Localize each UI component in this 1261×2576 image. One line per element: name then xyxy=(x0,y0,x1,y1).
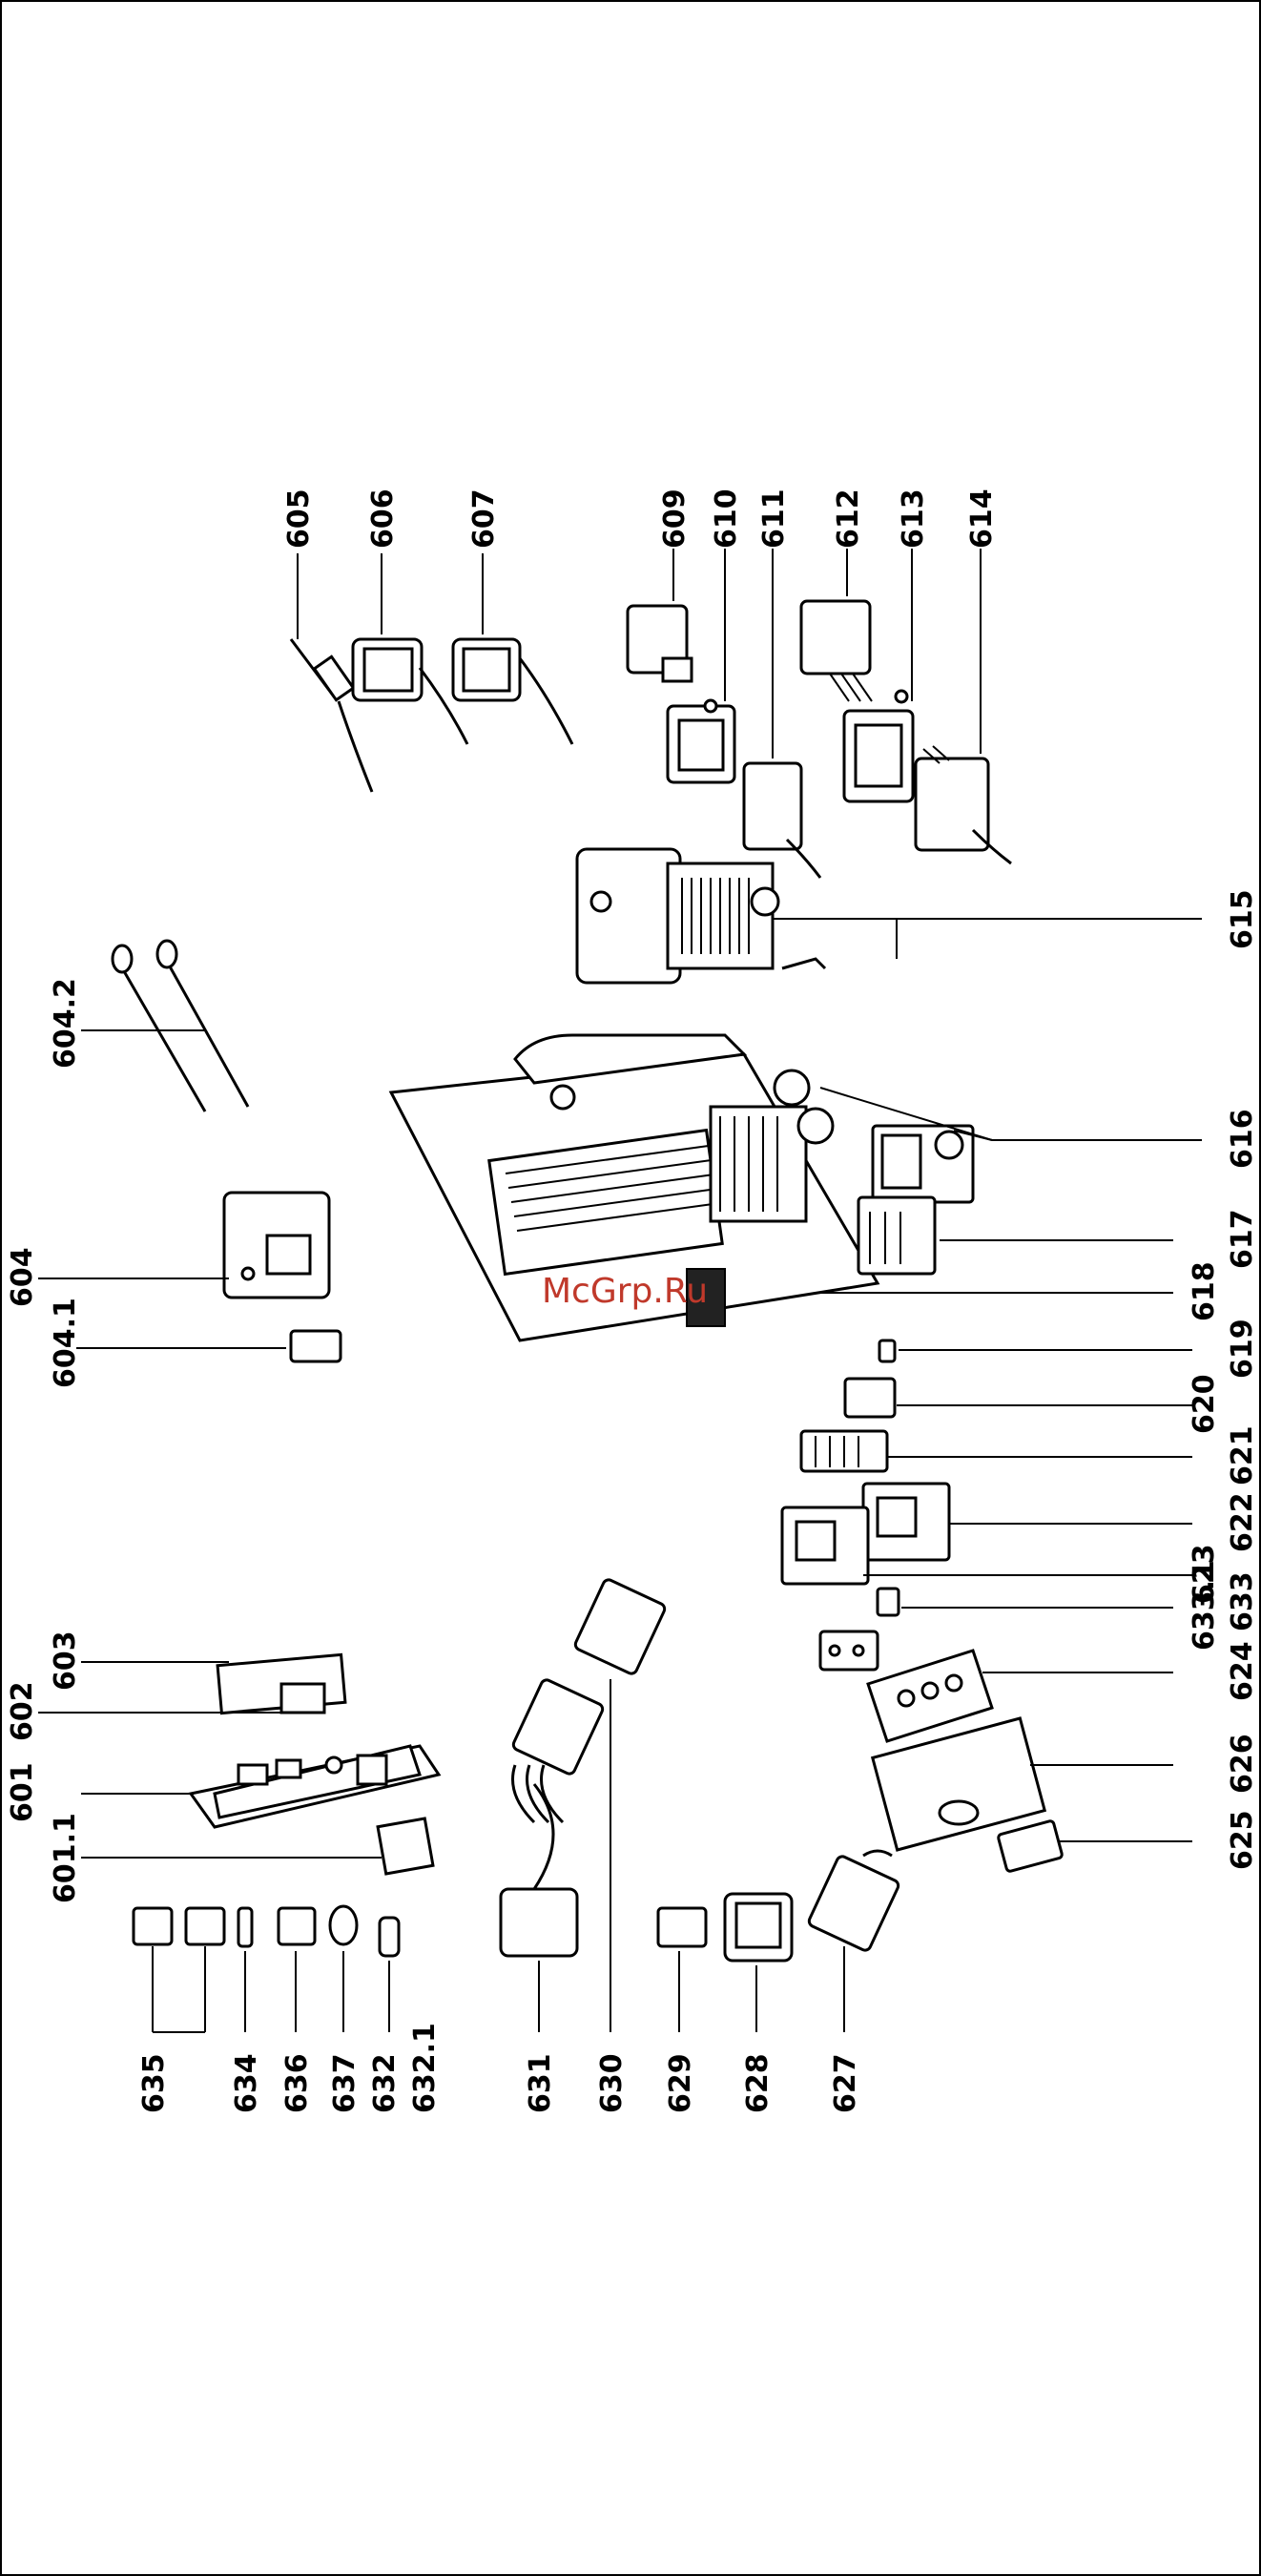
part-615-motor xyxy=(577,849,825,983)
part-628-plug xyxy=(725,1894,792,1961)
part-604-1-connector xyxy=(291,1331,341,1361)
label-602: 602 xyxy=(6,1681,39,1741)
label-624: 624 xyxy=(1226,1641,1259,1701)
label-626: 626 xyxy=(1226,1734,1259,1794)
label-631: 631 xyxy=(524,2053,557,2113)
label-622: 622 xyxy=(1226,1492,1259,1552)
label-604-1: 604.1 xyxy=(49,1298,82,1388)
label-634: 634 xyxy=(230,2053,263,2113)
label-620: 620 xyxy=(1188,1374,1221,1434)
label-614: 614 xyxy=(965,488,999,549)
part-609-plug xyxy=(628,606,692,681)
label-633: 633 xyxy=(1226,1571,1259,1631)
part-635-connector-a xyxy=(134,1908,172,1944)
part-634-screw xyxy=(238,1908,252,1946)
label-636: 636 xyxy=(280,2053,314,2113)
part-632-fuse-holder xyxy=(380,1918,399,1956)
label-616: 616 xyxy=(1226,1109,1259,1169)
part-612-plug xyxy=(801,601,872,701)
label-604: 604 xyxy=(6,1247,39,1307)
label-601-1: 601.1 xyxy=(49,1813,82,1903)
label-629: 629 xyxy=(664,2053,697,2113)
label-632: 632 xyxy=(368,2053,402,2113)
part-617-terminal-block xyxy=(858,1197,935,1274)
label-630: 630 xyxy=(595,2053,629,2113)
label-613: 613 xyxy=(897,488,930,549)
part-610-socket xyxy=(668,700,734,782)
label-610: 610 xyxy=(710,488,743,549)
part-629-connector xyxy=(658,1908,706,1946)
label-601: 601 xyxy=(6,1762,39,1822)
part-601-1-cover xyxy=(378,1818,433,1874)
label-637: 637 xyxy=(328,2053,362,2113)
label-603: 603 xyxy=(49,1631,82,1691)
watermark-text: McGrp.Ru xyxy=(542,1272,708,1311)
part-601-front-panel xyxy=(191,1746,439,1827)
part-637-lamp xyxy=(330,1906,357,1944)
part-624-terminal-block xyxy=(820,1631,878,1670)
part-625-plug xyxy=(998,1820,1063,1872)
label-628: 628 xyxy=(741,2053,775,2113)
part-614-connector xyxy=(916,746,1011,863)
label-618: 618 xyxy=(1188,1261,1221,1321)
part-636-connector xyxy=(279,1908,315,1944)
part-623-contactor xyxy=(782,1507,868,1584)
label-605: 605 xyxy=(282,488,316,549)
label-606: 606 xyxy=(366,488,400,549)
label-621: 621 xyxy=(1226,1425,1259,1485)
label-609: 609 xyxy=(658,488,692,549)
part-633-1-fuse xyxy=(878,1589,899,1615)
part-604-relay-box xyxy=(224,1193,329,1298)
part-620-relay xyxy=(845,1379,895,1417)
part-635-connector-b xyxy=(186,1908,224,1944)
label-604-2: 604.2 xyxy=(49,978,82,1069)
label-632-1: 632.1 xyxy=(408,2023,442,2113)
part-607-connector xyxy=(453,639,572,744)
part-613-socket xyxy=(844,691,913,801)
part-621-terminal xyxy=(801,1431,887,1471)
label-611: 611 xyxy=(757,488,791,549)
part-611-connector xyxy=(744,763,820,878)
label-607: 607 xyxy=(467,488,501,549)
label-635: 635 xyxy=(137,2053,171,2113)
label-633-1: 633.1 xyxy=(1188,1560,1221,1651)
part-616-relay-module xyxy=(873,1126,973,1202)
label-619: 619 xyxy=(1226,1319,1259,1379)
label-612: 612 xyxy=(832,488,865,549)
part-602-plate xyxy=(281,1684,324,1713)
part-627-connector xyxy=(807,1851,899,1952)
label-617: 617 xyxy=(1226,1209,1259,1269)
part-622-contactor xyxy=(863,1484,949,1560)
part-626-transformer xyxy=(868,1651,1044,1850)
part-604-2-probes xyxy=(113,941,248,1111)
label-627: 627 xyxy=(829,2053,862,2113)
part-606-connector xyxy=(353,639,467,744)
label-625: 625 xyxy=(1226,1810,1259,1870)
part-619-fuse xyxy=(879,1340,895,1361)
label-615: 615 xyxy=(1226,889,1259,949)
